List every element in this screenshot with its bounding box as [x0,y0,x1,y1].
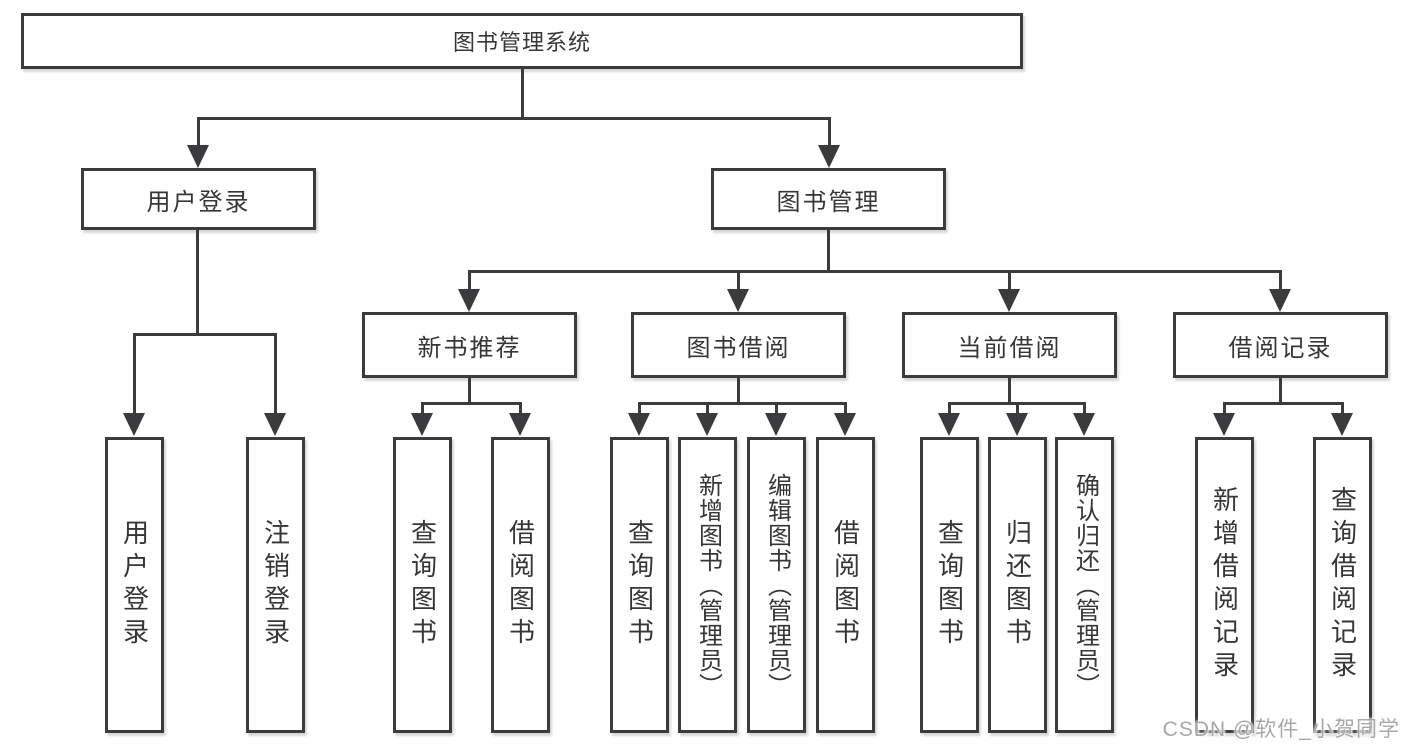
connector-stem-leaf-3 [638,404,641,414]
node-book-borrow: 图书借阅 [631,312,846,378]
leaf-confirm-return-admin: 确认归还（管理员） [1055,437,1114,733]
arrowhead-borrow-book [834,413,856,436]
connector-stem-leaf-2 [519,404,522,414]
connector-stem-leaf-logout [274,335,277,414]
leaf-borrow-book-label: 借阅图书 [830,519,861,651]
leaf-add-borrow-record-label: 新增借阅记录 [1209,486,1240,684]
connector-stem-leaf-10 [1223,404,1226,414]
arrowhead-book-borrow [727,289,749,312]
leaf-return-book: 归还图书 [988,437,1047,733]
arrowhead-new-book-rec [458,289,480,312]
arrowhead-user-login [187,145,209,168]
node-book-mgmt: 图书管理 [711,168,946,230]
connector-book-mgmt-drop [827,230,830,272]
leaf-query-book-borrow-label: 查询图书 [624,519,655,651]
connector-user-login-drop [196,230,199,335]
connector-stem-book-borrow [737,272,740,290]
leaf-user-login-label: 用户登录 [119,519,150,651]
leaf-edit-book-admin-label: 编辑图书（管理员） [763,472,791,698]
connector-current-borrow-drop [1008,376,1011,405]
leaf-query-borrow-record-label: 查询借阅记录 [1327,486,1358,684]
connector-book-borrow-split [638,402,847,405]
connector-stem-book-mgmt [828,119,831,146]
leaf-logout-label: 注销登录 [260,519,291,651]
leaf-confirm-return-admin-label: 确认归还（管理员） [1071,472,1099,698]
arrowhead-borrow-book-rec [509,413,531,436]
connector-borrow-records-drop [1279,376,1282,405]
arrowhead-query-borrow-record [1331,413,1353,436]
connector-new-book-rec-split [421,402,522,405]
connector-book-borrow-drop [737,376,740,405]
connector-stem-current-borrow [1008,272,1011,290]
connector-stem-borrow-records [1279,272,1282,290]
node-user-login: 用户登录 [81,168,316,230]
connector-book-mgmt-split [468,270,1282,273]
arrowhead-leaf-logout [264,413,286,436]
connector-stem-leaf-7 [948,404,951,414]
node-current-borrow: 当前借阅 [902,312,1117,378]
connector-stem-leaf-11 [1341,404,1344,414]
arrowhead-current-borrow [998,289,1020,312]
connector-stem-leaf-user-login [133,335,136,414]
connector-root-split [197,117,831,120]
node-borrow-records: 借阅记录 [1173,312,1388,378]
connector-stem-user-login [197,119,200,146]
connector-stem-leaf-6 [844,404,847,414]
arrowhead-query-book-current [938,413,960,436]
connector-stem-leaf-8 [1016,404,1019,414]
connector-stem-leaf-9 [1083,404,1086,414]
connector-stem-leaf-1 [421,404,424,414]
leaf-query-book-borrow: 查询图书 [610,437,669,733]
node-root: 图书管理系统 [21,13,1023,69]
connector-borrow-records-split [1223,402,1344,405]
leaf-edit-book-admin: 编辑图书（管理员） [747,437,806,733]
connector-new-book-rec-drop [468,376,471,405]
arrowhead-query-book-borrow [628,413,650,436]
arrowhead-confirm-return [1073,413,1095,436]
leaf-query-book-rec-label: 查询图书 [407,519,438,651]
leaf-return-book-label: 归还图书 [1002,519,1033,651]
connector-user-login-split [133,333,277,336]
leaf-borrow-book-rec-label: 借阅图书 [505,519,536,651]
arrowhead-add-book [696,413,718,436]
arrowhead-borrow-records [1269,289,1291,312]
arrowhead-add-borrow-record [1213,413,1235,436]
leaf-user-login: 用户登录 [105,437,164,733]
arrowhead-query-book-rec [411,413,433,436]
node-new-book-rec: 新书推荐 [362,312,577,378]
leaf-add-borrow-record: 新增借阅记录 [1195,437,1254,733]
connector-current-borrow-split [948,402,1086,405]
leaf-borrow-book-rec: 借阅图书 [491,437,550,733]
csdn-watermark: CSDN @软件_小贺同学 [1162,718,1400,741]
leaf-query-borrow-record: 查询借阅记录 [1313,437,1372,733]
arrowhead-edit-book [765,413,787,436]
arrowhead-leaf-user-login [123,413,145,436]
connector-stem-leaf-5 [775,404,778,414]
arrowhead-book-mgmt [818,145,840,168]
leaf-query-book-current: 查询图书 [920,437,979,733]
leaf-query-book-rec: 查询图书 [393,437,452,733]
leaf-query-book-current-label: 查询图书 [934,519,965,651]
connector-stem-leaf-4 [706,404,709,414]
leaf-add-book-admin-label: 新增图书（管理员） [694,472,722,698]
arrowhead-return-book [1006,413,1028,436]
leaf-logout: 注销登录 [246,437,305,733]
connector-root-drop [521,66,524,118]
connector-stem-new-book-rec [468,272,471,290]
leaf-borrow-book: 借阅图书 [816,437,875,733]
leaf-add-book-admin: 新增图书（管理员） [678,437,737,733]
